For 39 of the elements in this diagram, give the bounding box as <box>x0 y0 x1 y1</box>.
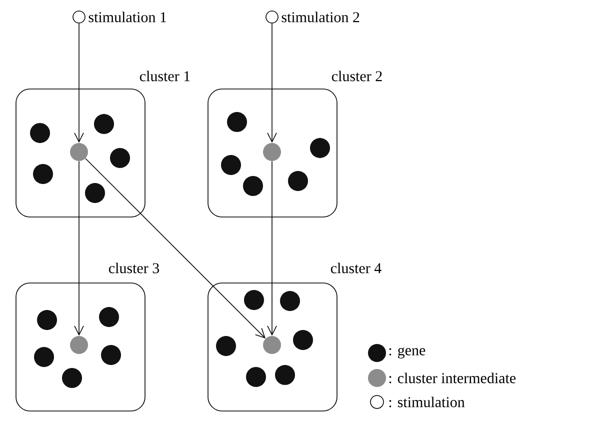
arrow <box>267 23 277 143</box>
gene-dot <box>216 336 236 356</box>
gene-dot <box>244 290 264 310</box>
cluster-label: cluster 1 <box>140 70 190 82</box>
gene-dot <box>62 368 82 388</box>
arrow <box>267 160 277 336</box>
gene-dot <box>33 164 53 184</box>
gene-dot <box>110 148 130 168</box>
gene-dot <box>280 291 300 311</box>
gene-dot <box>94 114 114 134</box>
arrow <box>74 160 84 336</box>
arrow <box>85 158 266 338</box>
gene-dot <box>310 138 330 158</box>
gene-dot <box>85 183 105 203</box>
arrow <box>74 23 84 143</box>
legend-item: : cluster intermediate <box>368 369 516 387</box>
legend-item: : stimulation <box>370 395 465 409</box>
intermediate-dot <box>263 336 281 354</box>
gene-dot <box>293 330 313 350</box>
gene-dot <box>275 365 295 385</box>
stimulation-label: stimulation 1 <box>88 12 166 22</box>
intermediate-dot <box>70 143 88 161</box>
gene-dot <box>227 112 247 132</box>
gene-dot <box>30 123 50 143</box>
cluster-label: cluster 3 <box>108 262 160 274</box>
gene-dot <box>288 171 308 191</box>
cluster-label: cluster 4 <box>330 262 382 274</box>
gene-dot <box>34 347 54 367</box>
stimulation-label: stimulation 2 <box>282 12 360 22</box>
gene-dot <box>243 176 263 196</box>
gene-dot <box>37 310 57 330</box>
cluster-label: cluster 2 <box>332 70 382 82</box>
legend-item: : gene <box>368 344 426 362</box>
gene-dot <box>101 345 121 365</box>
gene-dot <box>246 367 266 387</box>
intermediate-dot <box>70 336 88 354</box>
gene-dot <box>99 307 119 327</box>
gene-dot <box>221 155 241 175</box>
intermediate-dot <box>263 143 281 161</box>
